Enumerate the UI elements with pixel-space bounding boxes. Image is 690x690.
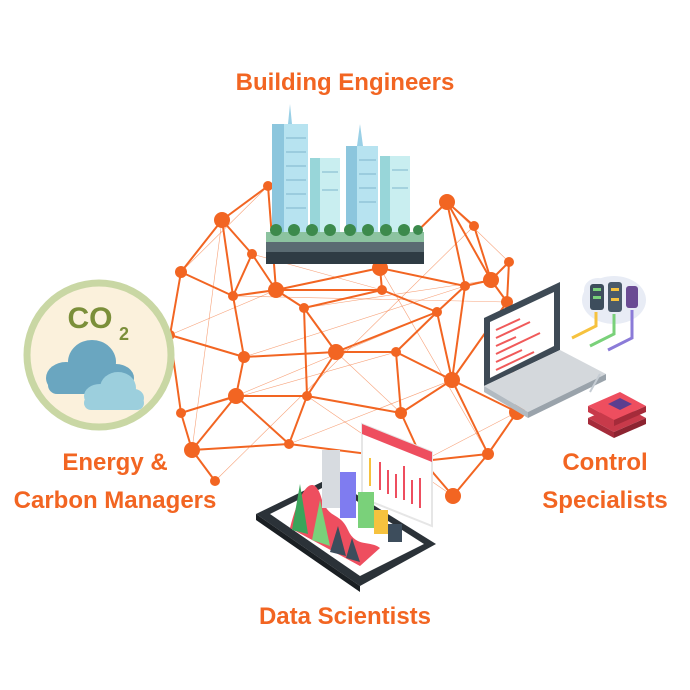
label-energy-carbon-managers: Energy & Carbon Managers [0, 444, 230, 520]
network-edge [452, 453, 489, 497]
label-control-line1: Control [562, 449, 648, 476]
network-edge-thin [288, 379, 453, 445]
network-edge [191, 395, 237, 451]
network-edge [395, 311, 438, 353]
label-control-line2: Specialists [542, 487, 668, 514]
server-cloud-icon [571, 276, 646, 352]
network-edge [436, 311, 453, 381]
co2-subscript: 2 [119, 324, 129, 344]
network-node [176, 408, 186, 418]
network-edge-thin [303, 279, 492, 309]
network-node [284, 439, 294, 449]
network-edge [451, 379, 489, 455]
network-edge-thin [243, 285, 466, 358]
network-node [268, 282, 284, 298]
network-edge [275, 267, 381, 291]
network-edge [288, 395, 308, 445]
network-edge-thin [191, 219, 223, 451]
network-edge [436, 285, 466, 313]
network-node [395, 407, 407, 419]
network-edge [451, 285, 466, 381]
network-node [483, 272, 499, 288]
network-node [460, 281, 470, 291]
city-buildings-icon [266, 104, 424, 264]
network-edge [335, 311, 438, 353]
network-node [184, 442, 200, 458]
network-edge [243, 351, 337, 358]
network-edge [395, 351, 453, 381]
label-data-scientists: Data Scientists [258, 603, 432, 630]
network-node [432, 307, 442, 317]
network-edge [451, 379, 518, 413]
network-edge-thin [335, 351, 402, 414]
network-edge [306, 395, 402, 414]
network-edge [180, 219, 223, 273]
network-edge [221, 185, 269, 221]
label-energy-line2: Carbon Managers [13, 487, 217, 514]
network-edge-thin [180, 185, 269, 273]
network-node [504, 257, 514, 267]
network-edge-thin [180, 351, 397, 414]
network-node [501, 296, 513, 308]
network-edge [422, 453, 489, 462]
network-node [214, 212, 230, 228]
network-edge-thin [446, 201, 510, 263]
network-edge-thin [214, 225, 475, 482]
network-node [210, 476, 220, 486]
network-node [175, 266, 187, 278]
network-edge [446, 201, 492, 281]
co2-cloud-icon: CO 2 [23, 279, 175, 431]
network-edge [169, 271, 182, 336]
network-edge [400, 379, 453, 414]
network-node [328, 344, 344, 360]
network-edge [235, 395, 290, 445]
network-node [444, 372, 460, 388]
network-edge [191, 443, 290, 451]
label-building-engineers: Building Engineers [235, 69, 455, 96]
network-node [228, 388, 244, 404]
network-node [247, 249, 257, 259]
network-edge [381, 289, 438, 313]
network-node [238, 351, 250, 363]
label-energy-line1: Energy & [62, 449, 168, 476]
network-edge [303, 307, 308, 397]
co2-text: CO [68, 302, 113, 335]
network-edge-thin [379, 267, 489, 455]
network-edge [169, 334, 245, 358]
network-edge [232, 253, 253, 297]
network-node [228, 291, 238, 301]
network-node [263, 181, 273, 191]
network-node [377, 285, 387, 295]
network-edge-thin [169, 289, 277, 336]
network-edge [221, 219, 234, 297]
network-node [299, 303, 309, 313]
network-edge [180, 271, 234, 297]
network-edge [303, 307, 337, 353]
network-node [445, 488, 461, 504]
network-edge [395, 351, 402, 414]
network-node [469, 221, 479, 231]
network-edge [506, 261, 510, 303]
network-node [302, 391, 312, 401]
label-control-specialists: Control Specialists [520, 444, 690, 520]
network-node [439, 194, 455, 210]
network-node [482, 448, 494, 460]
laptop-code-icon [484, 282, 606, 418]
network-edge [232, 295, 245, 358]
network-node [391, 347, 401, 357]
tablet-3d-chart-icon [256, 450, 436, 592]
network-edge [303, 289, 383, 309]
network-edge [306, 351, 337, 397]
chip-icon [588, 373, 646, 438]
network-edge-thin [422, 411, 518, 462]
network-edge [473, 225, 492, 281]
network-edge [487, 411, 518, 455]
dashboard-chart-icon [361, 422, 433, 528]
